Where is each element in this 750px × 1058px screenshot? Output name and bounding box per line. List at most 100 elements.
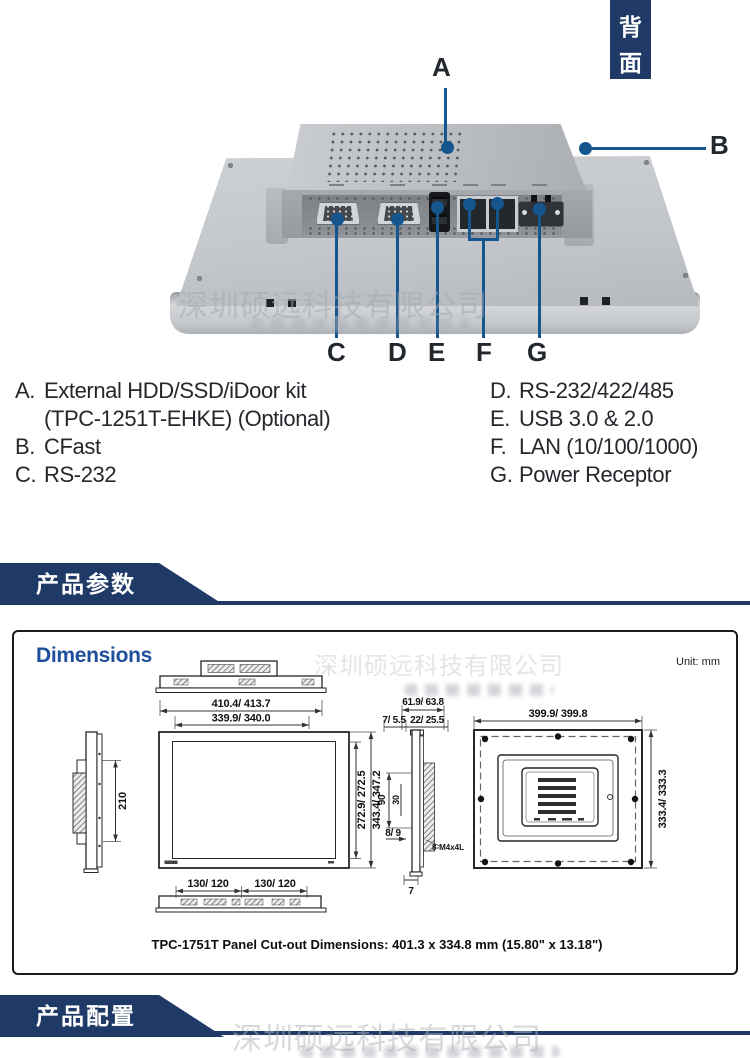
callout-line-b — [592, 147, 706, 150]
legend-text-f: LAN (10/100/1000) — [519, 434, 699, 459]
watermark-url-blur-dim — [404, 684, 554, 696]
legend-letter-d: D. — [490, 378, 512, 403]
port-label-mark — [432, 184, 447, 186]
vent-square — [288, 299, 296, 307]
badge-char-1: 背 — [619, 14, 642, 40]
dim-front-height-inner: 272.9/ 272.5 — [356, 771, 368, 830]
legend-item-e: E. USB 3.0 & 2.0 — [490, 405, 745, 433]
port-label-mark — [390, 184, 405, 186]
dim-side2-depth-inner: 30 — [391, 795, 401, 805]
callout-line-d — [396, 225, 399, 338]
left-side-view — [72, 731, 103, 873]
callout-line-g — [538, 215, 541, 338]
callout-letter-d: D — [388, 337, 407, 367]
watermark-url-blur-bottom — [300, 1046, 560, 1058]
vent-square — [266, 299, 274, 307]
section-title-params: 产品参数 — [36, 571, 136, 597]
dimensions-title: Dimensions — [36, 644, 153, 667]
callout-letter-g: G — [527, 337, 548, 367]
legend-item-g: G. Power Receptor — [490, 461, 745, 489]
screw — [228, 163, 233, 168]
legend-letter-c: C. — [15, 462, 37, 487]
screw — [683, 273, 688, 278]
screw — [197, 276, 202, 281]
legend-text-c: RS-232 — [44, 462, 117, 487]
section-title-config: 产品配置 — [36, 1003, 136, 1029]
legend-item-f: F. LAN (10/100/1000) — [490, 433, 745, 461]
legend-letter-g: G. — [490, 462, 513, 487]
callout-letter-b: B — [710, 130, 729, 160]
dim-bottom-left: 130/ 120 — [187, 878, 228, 890]
port-label-mark — [329, 184, 344, 186]
bottom-view — [155, 895, 327, 913]
dim-front-width-inner: 339.9/ 340.0 — [212, 713, 271, 725]
legend-item-c: C. RS-232 — [15, 461, 385, 489]
legend-letter-e: E. — [490, 406, 510, 431]
watermark-company: 深圳硕远科技有限公司 — [178, 290, 488, 323]
rear-view — [473, 729, 643, 869]
dim-side2-screw: 8-M4x4L — [432, 843, 464, 852]
usb-slot — [432, 215, 447, 224]
dim-front-width-outer: 410.4/ 413.7 — [212, 698, 271, 710]
legend-item-a-cont: (TPC-1251T-EHKE) (Optional) — [44, 406, 331, 431]
section-header-line-2 — [214, 1031, 750, 1035]
legend-item-a: A. External HDD/SSD/iDoor kit — [15, 377, 385, 405]
dim-rear-height: 333.4/ 333.3 — [657, 770, 669, 829]
callout-letter-c: C — [327, 337, 346, 367]
vent-square — [580, 297, 588, 305]
callout-letter-f: F — [476, 337, 492, 367]
callout-line-c — [335, 225, 338, 338]
callout-dot-g — [533, 203, 546, 216]
callout-letter-a: A — [432, 52, 451, 82]
callout-line-f2 — [496, 209, 499, 240]
legend-left-column: A. External HDD/SSD/iDoor kit (TPC-1251T… — [15, 377, 385, 489]
dim-side2-width-a: 7/ 5.5 — [382, 715, 406, 726]
badge-char-2: 面 — [619, 50, 642, 76]
callout-letter-e: E — [428, 337, 446, 367]
front-view — [158, 731, 350, 869]
callout-dot-f2 — [491, 197, 504, 210]
dim-bottom-right: 130/ 120 — [254, 878, 295, 890]
dim-front-height-outer: 343.4/ 347.2 — [371, 771, 383, 830]
legend-item-b: B. CFast — [15, 433, 385, 461]
legend-text-b: CFast — [44, 434, 101, 459]
power-pin — [531, 195, 537, 202]
callout-stem-f — [482, 238, 485, 338]
section-header-params: 产品参数 — [0, 563, 224, 605]
right-side-view — [409, 729, 435, 877]
dim-side2-width-b: 22/ 25.5 — [410, 715, 444, 726]
dim-side2-edge: 8/ 9 — [385, 828, 401, 839]
legend-text-e: USB 3.0 & 2.0 — [519, 406, 654, 431]
power-pin — [545, 195, 551, 202]
callout-dot-f1 — [463, 198, 476, 211]
watermark-url-blur — [250, 318, 470, 332]
legend-text-g: Power Receptor — [519, 462, 672, 487]
section-header-config: 产品配置 — [0, 995, 224, 1037]
cutout-caption: TPC-1751T Panel Cut-out Dimensions: 401.… — [152, 937, 603, 952]
dimensions-figure: Dimensions Unit: mm 深圳硕远科技有限公司 — [12, 630, 738, 975]
device-rear-photo: A B C D E F G 深圳硕远科技有限公司 — [0, 0, 750, 375]
callout-line-e — [436, 213, 439, 338]
callout-dot-d — [391, 213, 404, 226]
top-view — [155, 660, 327, 693]
dimensions-unit: Unit: mm — [676, 656, 720, 668]
dim-side2-bottom: 7 — [408, 886, 414, 897]
callout-dot-a — [441, 141, 454, 154]
legend-text-d: RS-232/422/485 — [519, 378, 674, 403]
back-side-badge: 背 面 — [610, 0, 651, 79]
legend-right-column: D. RS-232/422/485 E. USB 3.0 & 2.0 F. LA… — [490, 377, 745, 489]
screw — [644, 160, 649, 165]
legend-letter-b: B. — [15, 434, 35, 459]
watermark-company-dim: 深圳硕远科技有限公司 — [314, 653, 564, 680]
callout-dot-c — [331, 213, 344, 226]
legend-text-a: External HDD/SSD/iDoor kit — [44, 378, 307, 403]
callout-line-a — [444, 88, 447, 144]
port-label-mark — [532, 184, 547, 186]
rear-module-cover — [287, 124, 586, 190]
dim-side-height: 210 — [117, 792, 129, 810]
dim-side2-depth: 90 — [377, 794, 388, 805]
vent-square — [602, 297, 610, 305]
callout-line-f1 — [468, 210, 471, 240]
legend-item-d: D. RS-232/422/485 — [490, 377, 745, 405]
